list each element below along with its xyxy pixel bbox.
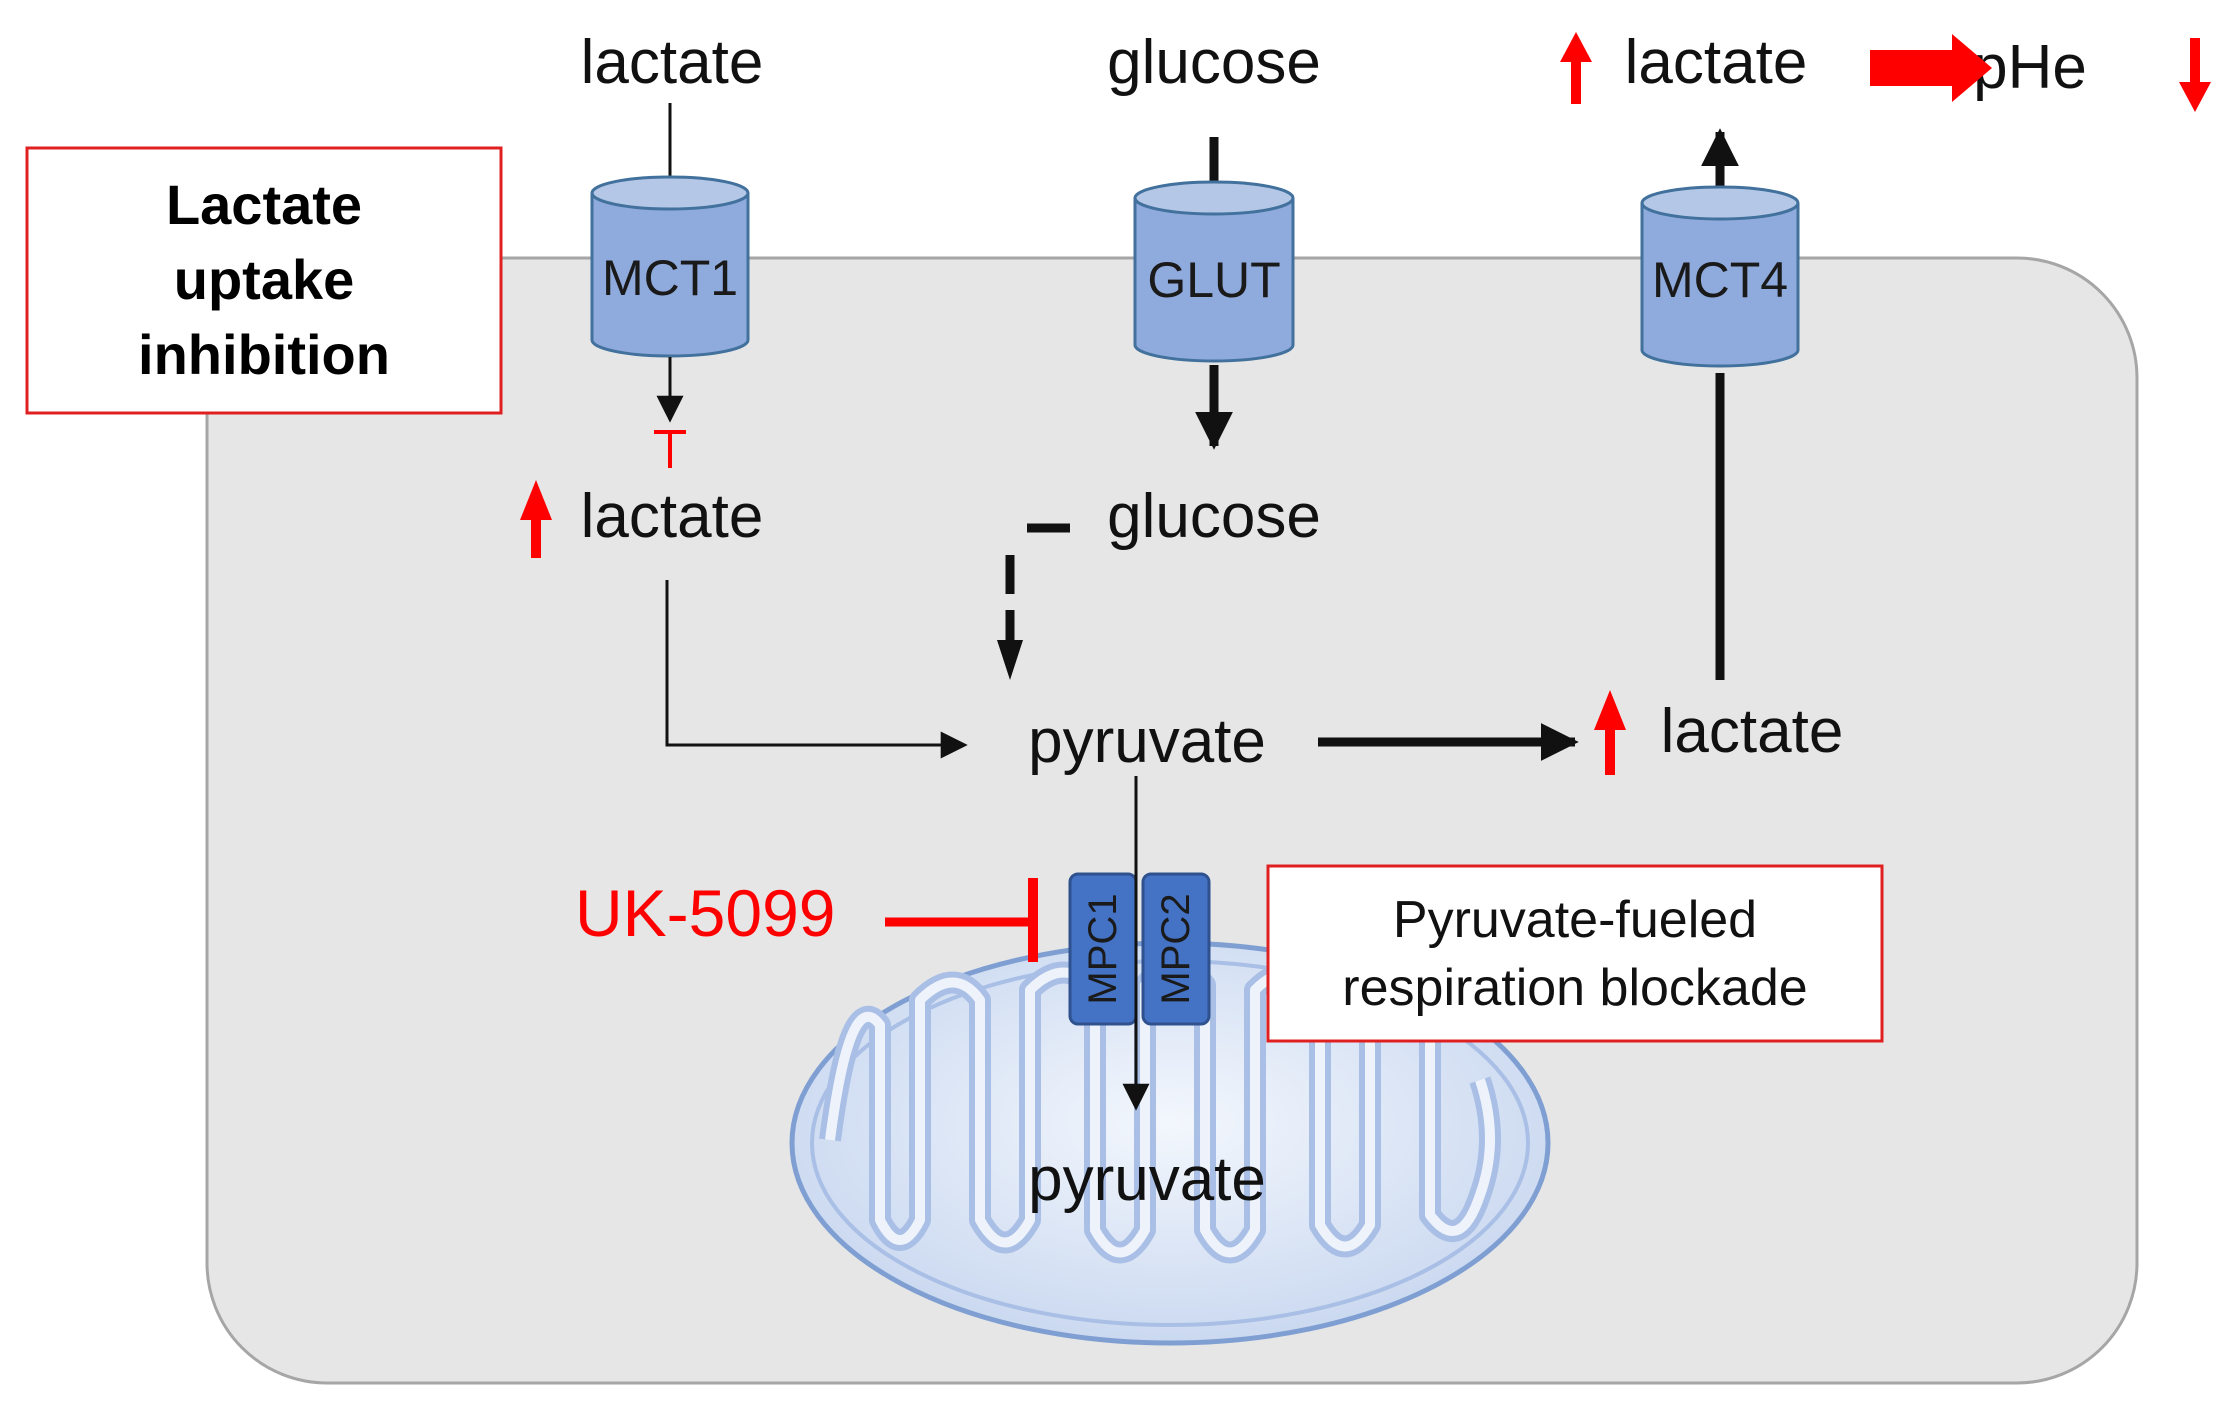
glycolysis-arrow xyxy=(997,523,1070,680)
mito-pyruvate-label: pyruvate xyxy=(1028,1145,1266,1214)
increase-arrow-icon xyxy=(1560,32,1592,104)
uk5099-label: UK-5099 xyxy=(575,876,836,950)
extracellular-lactate-label: lactate xyxy=(581,28,764,97)
cytosol-lactate-product-label: lactate xyxy=(1661,697,1844,766)
mct4-label: MCT4 xyxy=(1652,252,1788,308)
cytosol-lactate-increase-icon xyxy=(520,480,552,558)
lactate-uptake-callout: Lactate uptake inhibition xyxy=(25,146,503,415)
mct1-inhibition-icon xyxy=(654,430,686,468)
phe-label: pHe xyxy=(1973,33,2087,102)
mct1-label: MCT1 xyxy=(602,250,738,306)
callout-line-2: uptake xyxy=(174,248,355,311)
lactate-product-increase-icon xyxy=(1594,690,1626,775)
glut-label: GLUT xyxy=(1147,252,1280,308)
mpc1-transporter: MPC1 xyxy=(1068,872,1138,1026)
acidification-arrow-icon xyxy=(1870,34,1992,102)
lactate-to-pyruvate-arrow xyxy=(665,580,968,759)
extracellular-glucose-label: glucose xyxy=(1107,28,1321,97)
mpc2-transporter: MPC2 xyxy=(1141,872,1211,1026)
callout-line-1: Lactate xyxy=(166,173,362,236)
mct4-transporter: MCT4 xyxy=(1640,185,1800,368)
mpc2-label: MPC2 xyxy=(1154,893,1198,1004)
blockade-line-1: Pyruvate-fueled xyxy=(1393,891,1757,949)
callout-line-3: inhibition xyxy=(138,323,390,386)
blockade-line-2: respiration blockade xyxy=(1342,959,1807,1017)
mct1-transporter: MCT1 xyxy=(590,175,750,358)
mpc1-label: MPC1 xyxy=(1081,893,1125,1004)
uk5099-inhibition-icon xyxy=(885,878,1038,962)
cytosol-lactate-label: lactate xyxy=(581,482,764,551)
cytosol-pyruvate-label: pyruvate xyxy=(1028,707,1266,776)
cytosol-glucose-label: glucose xyxy=(1107,482,1321,551)
respiration-blockade-callout: Pyruvate-fueled respiration blockade xyxy=(1266,864,1884,1043)
decrease-arrow-icon xyxy=(2179,38,2211,112)
glut-transporter: GLUT xyxy=(1133,180,1295,363)
extracellular-lactate-out-label: lactate xyxy=(1625,28,1808,97)
